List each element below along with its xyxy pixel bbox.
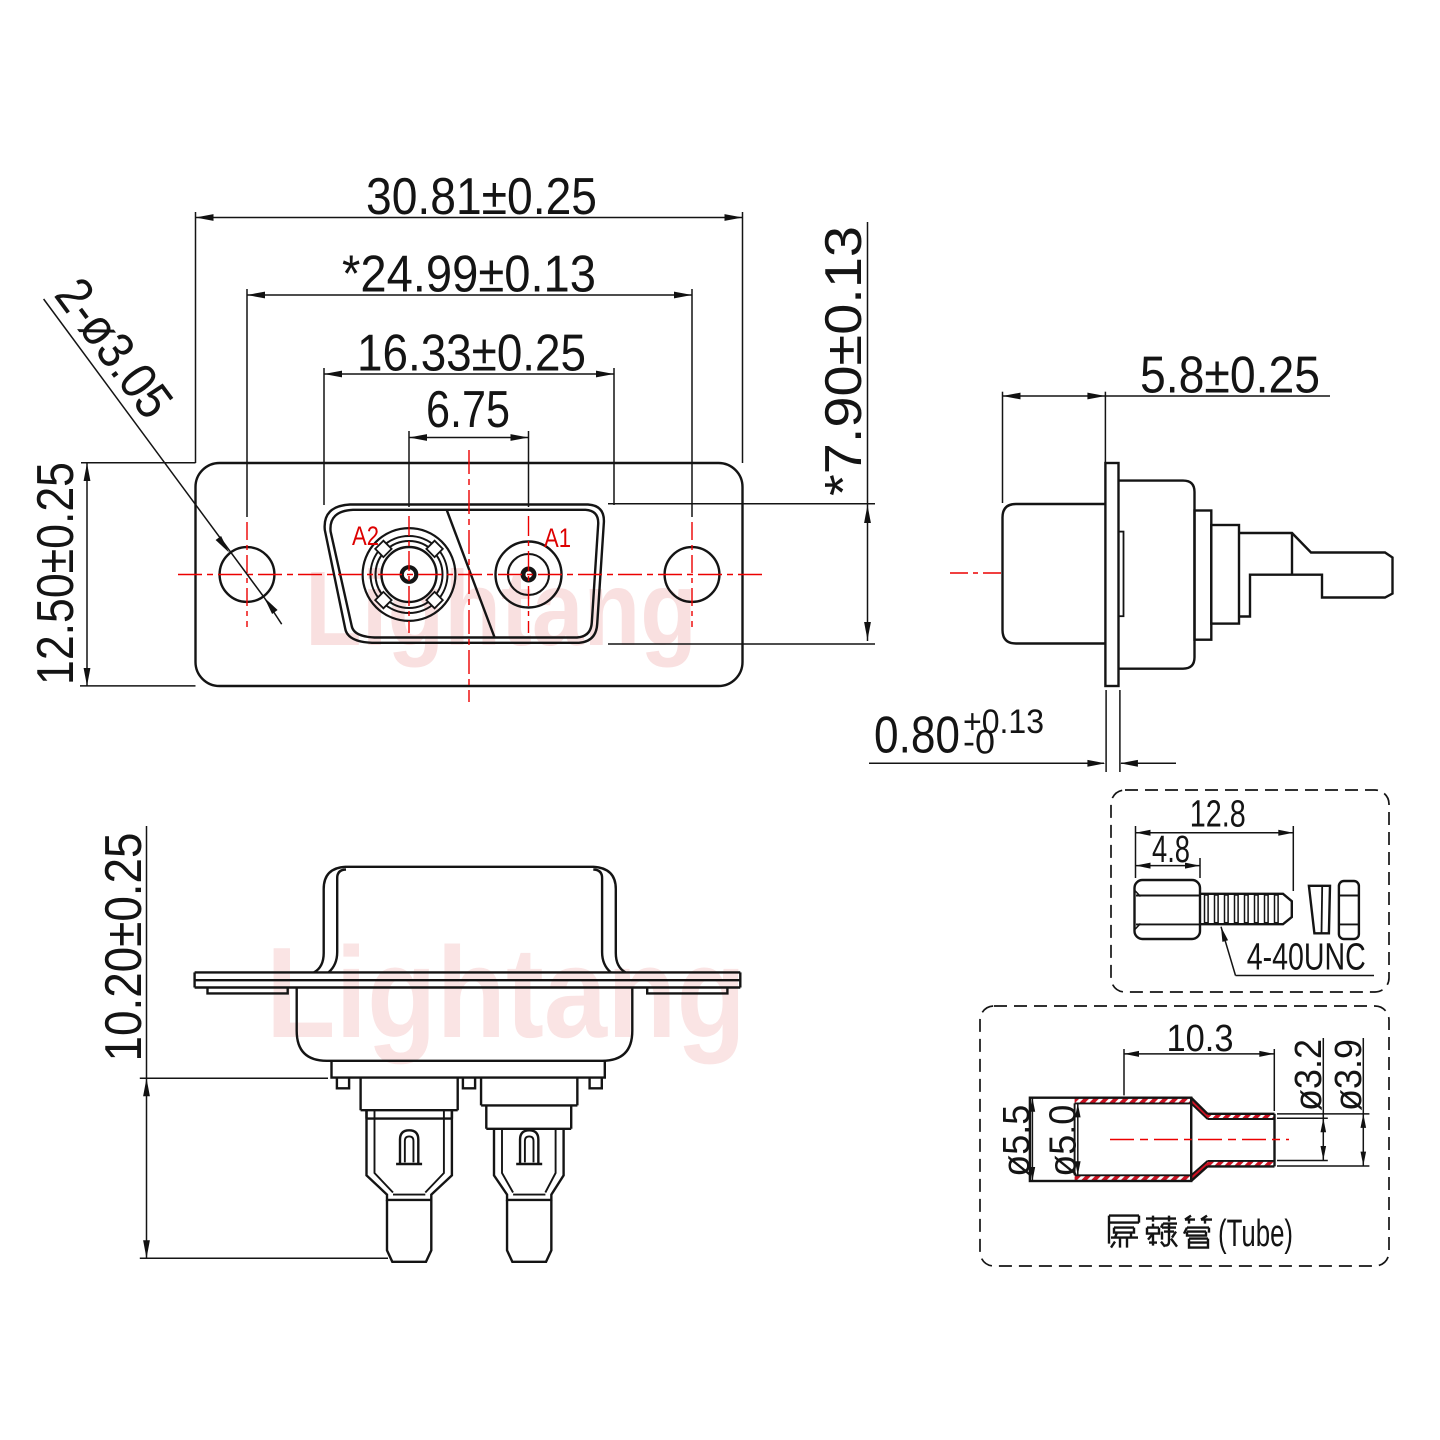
svg-text:0.80: 0.80 [874, 707, 960, 765]
svg-text:-0: -0 [963, 724, 995, 762]
svg-text:10.20±0.25: 10.20±0.25 [95, 833, 153, 1062]
svg-text:4-40UNC: 4-40UNC [1247, 937, 1366, 979]
svg-text:30.81±0.25: 30.81±0.25 [366, 168, 597, 226]
svg-text:(Tube): (Tube) [1218, 1213, 1293, 1255]
svg-text:12.50±0.25: 12.50±0.25 [27, 462, 85, 685]
svg-text:ø3.2: ø3.2 [1288, 1039, 1330, 1111]
svg-text:10.3: 10.3 [1167, 1018, 1234, 1060]
svg-text:+0.13: +0.13 [963, 703, 1044, 741]
svg-text:ø5.0: ø5.0 [1043, 1105, 1085, 1177]
svg-text:4.8: 4.8 [1152, 829, 1190, 871]
svg-text:16.33±0.25: 16.33±0.25 [357, 325, 586, 383]
svg-text:12.8: 12.8 [1190, 794, 1246, 836]
svg-text:*7.90±0.13: *7.90±0.13 [815, 226, 873, 496]
svg-text:6.75: 6.75 [426, 381, 510, 439]
svg-text:A1: A1 [544, 523, 571, 553]
svg-text:*24.99±0.13: *24.99±0.13 [342, 246, 596, 304]
svg-text:A2: A2 [352, 521, 379, 551]
svg-text:ø3.9: ø3.9 [1328, 1039, 1370, 1111]
svg-text:ø5.5: ø5.5 [996, 1105, 1038, 1177]
svg-text:5.8±0.25: 5.8±0.25 [1140, 347, 1320, 405]
